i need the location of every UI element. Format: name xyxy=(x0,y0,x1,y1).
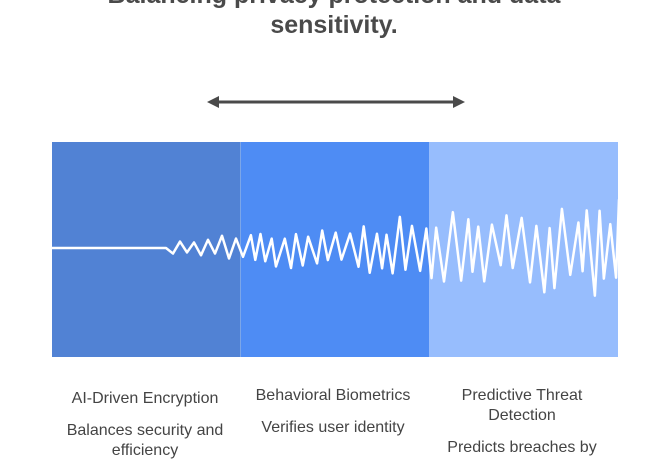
title-line-1: Balancing privacy protection and data xyxy=(108,0,561,9)
band-predictive-threat-detection xyxy=(429,142,618,357)
column-behavioral-biometrics: Behavioral Biometrics Verifies user iden… xyxy=(238,386,428,438)
signal-waveform xyxy=(52,199,619,297)
column-description: Verifies user identity xyxy=(261,419,405,436)
band-ai-driven-encryption xyxy=(52,142,240,357)
diagram-title: Balancing privacy protection and data se… xyxy=(0,0,668,40)
column-description: Balances security and efficiency xyxy=(66,422,224,459)
waveform-line xyxy=(52,199,619,297)
column-predictive-threat-detection: Predictive Threat Detection Predicts bre… xyxy=(427,386,617,458)
title-line-2: sensitivity. xyxy=(270,11,398,39)
double-arrow-icon xyxy=(207,96,465,108)
column-ai-driven-encryption: AI-Driven Encryption Balances security a… xyxy=(50,389,240,461)
band-behavioral-biometrics xyxy=(240,142,430,357)
column-label: Behavioral Biometrics xyxy=(255,387,411,404)
column-description: Predicts breaches by xyxy=(447,439,597,456)
column-label: Predictive Threat Detection xyxy=(461,387,583,424)
column-label: AI-Driven Encryption xyxy=(71,390,219,407)
